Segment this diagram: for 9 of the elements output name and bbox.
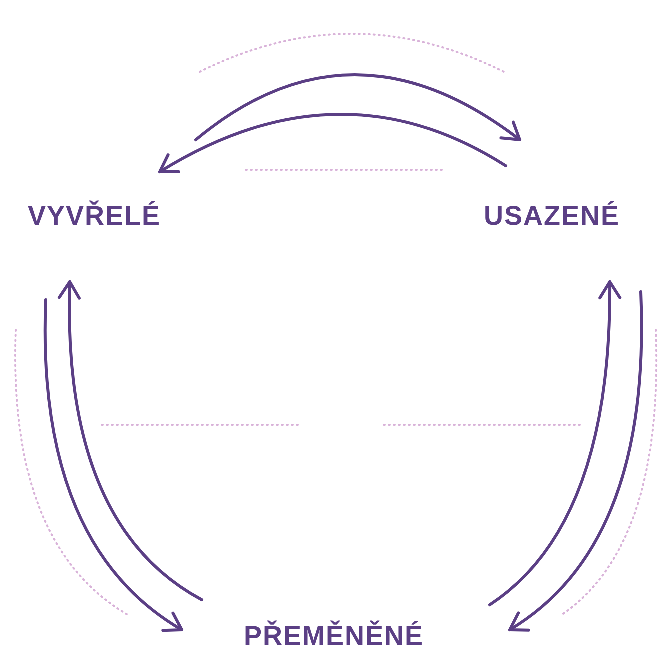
node-label: PŘEMĚNĚNÉ (244, 620, 424, 653)
node-label: USAZENÉ (484, 200, 620, 233)
curved-arrow (508, 290, 644, 632)
curved-arrow (44, 298, 184, 632)
curved-arrow (58, 280, 204, 602)
curved-arrow (194, 74, 522, 142)
curved-arrow (488, 280, 622, 606)
curved-arrow (158, 113, 508, 174)
node-label: VYVŘELÉ (28, 200, 162, 233)
